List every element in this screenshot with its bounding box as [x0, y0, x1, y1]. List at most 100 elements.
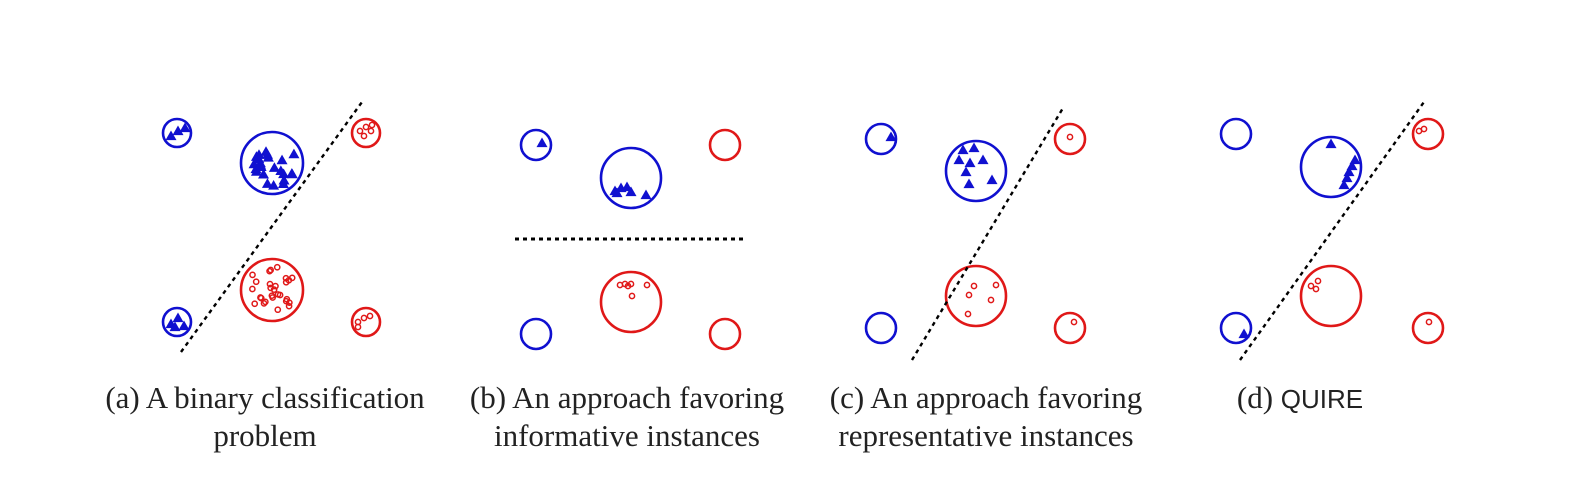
large-negative-cluster — [599, 270, 663, 334]
positive-instance-triangle — [253, 153, 265, 164]
negative-instance-circle — [965, 291, 973, 299]
positive-instance-triangle — [268, 180, 280, 190]
small-negative-cluster-top-right — [350, 117, 382, 149]
negative-instance-circle — [285, 276, 293, 284]
positive-instance-triangle — [268, 162, 280, 172]
panel-d-quire — [1219, 101, 1445, 361]
caption-d-method: QUIRE — [1280, 384, 1364, 414]
positive-instance-triangle — [260, 146, 272, 156]
positive-instance-triangle — [953, 154, 965, 165]
small-positive-cluster-bottom-left — [864, 311, 898, 345]
negative-instance-circle — [257, 294, 265, 302]
caption-c: (c) An approach favoring representative … — [810, 379, 1162, 455]
negative-instance-circle — [267, 284, 274, 292]
negative-instance-circle — [643, 281, 651, 289]
caption-b: (b) An approach favoring informative ins… — [452, 379, 802, 455]
caption-d-prefix: (d) — [1236, 380, 1274, 415]
positive-instance-triangle — [278, 174, 290, 185]
negative-instance-circle — [269, 294, 277, 301]
positive-instance-triangle — [255, 159, 267, 170]
panel-b-informative — [515, 128, 747, 351]
positive-instance-triangle — [179, 122, 191, 133]
small-negative-cluster-bottom-right — [708, 317, 742, 351]
small-positive-cluster-top-left — [864, 122, 898, 156]
positive-instance-triangle — [1341, 172, 1353, 183]
small-negative-cluster-bottom-right — [1053, 311, 1087, 345]
small-positive-cluster-top-left — [161, 117, 193, 149]
negative-instance-circle — [1307, 282, 1315, 290]
caption-d: (d) QUIRE — [1200, 379, 1400, 418]
positive-instance-triangle — [625, 186, 637, 197]
negative-instance-circle — [285, 302, 293, 310]
negative-instance-circle — [987, 296, 995, 304]
negative-instance-circle — [360, 314, 368, 322]
small-positive-cluster-bottom-left — [519, 317, 553, 351]
negative-instance-circle — [251, 300, 259, 308]
negative-instance-circle — [628, 292, 636, 300]
negative-instance-circle — [366, 312, 374, 320]
panel-a-binary-classification — [161, 101, 382, 353]
positive-instance-triangle — [885, 131, 897, 142]
negative-instance-circle — [260, 299, 268, 307]
small-negative-cluster-bottom-right — [1411, 311, 1445, 345]
small-positive-cluster-bottom-left — [161, 306, 193, 338]
negative-instance-circle — [274, 291, 282, 298]
positive-instance-triangle — [169, 321, 181, 332]
caption-c-line-2: representative instances — [838, 418, 1134, 453]
large-negative-cluster — [944, 264, 1008, 328]
caption-a-line-1: (a) A binary classification — [105, 380, 425, 415]
positive-instance-triangle — [1325, 138, 1337, 149]
decision-boundary-line — [1239, 101, 1425, 361]
large-negative-cluster — [1299, 264, 1363, 328]
negative-instance-circle — [252, 278, 260, 286]
positive-instance-triangle — [276, 154, 288, 165]
positive-instance-triangle — [963, 178, 975, 189]
negative-instance-circle — [360, 132, 368, 140]
large-positive-cluster — [599, 146, 663, 210]
negative-instance-circle — [1312, 285, 1320, 293]
large-positive-cluster — [1299, 135, 1363, 199]
large-negative-cluster — [239, 257, 305, 323]
positive-instance-triangle — [977, 154, 989, 165]
negative-instance-circle — [367, 127, 375, 135]
positive-instance-triangle — [172, 125, 184, 136]
negative-instance-circle — [274, 306, 282, 314]
small-positive-cluster-top-left — [519, 128, 553, 162]
small-negative-cluster-top-right — [708, 128, 742, 162]
positive-instance-triangle — [165, 130, 177, 141]
negative-instance-circle — [282, 297, 290, 305]
positive-instance-triangle — [968, 142, 980, 153]
small-positive-cluster-top-left — [1219, 117, 1253, 151]
positive-instance-triangle — [286, 168, 298, 179]
positive-instance-triangle — [1238, 328, 1250, 339]
negative-instance-circle — [266, 267, 273, 275]
caption-c-line-1: (c) An approach favoring — [829, 380, 1143, 415]
positive-instance-triangle — [172, 312, 184, 323]
large-positive-cluster — [239, 130, 305, 196]
negative-instance-circle — [1066, 133, 1074, 141]
negative-instance-circle — [262, 298, 269, 306]
negative-instance-circle — [964, 310, 972, 318]
caption-d-line-1: (d) QUIRE — [1200, 379, 1400, 418]
positive-instance-triangle — [536, 137, 548, 148]
positive-instance-triangle — [278, 168, 290, 179]
caption-b-line-1: (b) An approach favoring — [469, 380, 785, 415]
positive-instance-triangle — [288, 148, 300, 159]
positive-instance-triangle — [611, 187, 623, 198]
small-negative-cluster-top-right — [1411, 117, 1445, 151]
negative-instance-circle — [249, 271, 256, 279]
negative-instance-circle — [368, 121, 376, 129]
negative-instance-circle — [273, 263, 281, 271]
positive-instance-triangle — [957, 144, 969, 155]
negative-instance-circle — [249, 285, 256, 293]
caption-b-line-2: informative instances — [494, 418, 760, 453]
small-positive-cluster-bottom-left — [1219, 311, 1253, 345]
negative-instance-circle — [627, 280, 635, 288]
caption-a-line-2: problem — [213, 418, 317, 453]
caption-a: (a) A binary classification problem — [90, 379, 440, 455]
negative-instance-circle — [992, 281, 1000, 289]
positive-instance-triangle — [258, 168, 270, 179]
positive-instance-triangle — [960, 166, 972, 177]
negative-instance-circle — [1314, 277, 1322, 285]
